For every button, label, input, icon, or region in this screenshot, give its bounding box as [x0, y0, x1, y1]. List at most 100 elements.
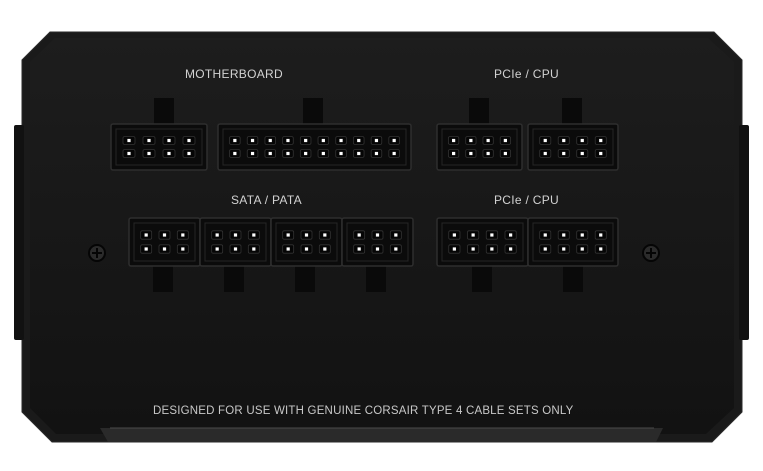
screw-right-icon: [642, 244, 660, 262]
socket-pcie-cpu-bottom-2-pin: [580, 247, 584, 251]
socket-pcie-cpu-bottom-2-pin: [562, 233, 566, 237]
socket-sata-pata-1-pin: [181, 247, 185, 251]
socket-sata-pata-4-rim: [346, 222, 409, 262]
socket-pcie-cpu-bottom-1-pin: [471, 247, 475, 251]
socket-pcie-cpu-bottom-1-rim: [441, 222, 524, 262]
socket-pcie-cpu-top-2-pin: [580, 138, 584, 143]
socket-pcie-cpu-top-2-pin: [543, 151, 547, 156]
socket-sata-pata-4-pin: [375, 247, 380, 251]
socket-pcie-cpu-top-1-rim: [441, 128, 518, 166]
socket-pcie-cpu-bottom-2-pin: [599, 233, 603, 237]
socket-sata-pata-3-latch: [295, 266, 315, 292]
socket-motherboard-24pin-pin: [250, 151, 255, 156]
socket-pcie-cpu-bottom-2-pin: [562, 247, 566, 251]
socket-sata-pata-2-pin: [252, 247, 256, 251]
label-sata-pata: SATA / PATA: [231, 193, 302, 207]
socket-pcie-cpu-bottom-1-pin: [509, 247, 513, 251]
socket-pcie-cpu-bottom-1-pin: [452, 233, 456, 237]
socket-sata-pata-3-pin: [286, 233, 290, 237]
socket-motherboard-24pin-pin: [321, 151, 325, 156]
socket-cpu-aux-8pin-pin: [127, 138, 131, 143]
socket-pcie-cpu-bottom-1-pin: [490, 247, 494, 251]
socket-pcie-cpu-bottom-2-pin: [580, 233, 584, 237]
socket-sata-pata-4-pin: [357, 247, 361, 251]
socket-cpu-aux-8pin-pin: [167, 138, 171, 143]
socket-sata-pata-1-pin: [181, 233, 185, 237]
socket-sata-pata-3-pin: [304, 233, 309, 237]
socket-motherboard-24pin-pin: [286, 151, 290, 156]
socket-motherboard-24pin-pin: [250, 138, 255, 143]
socket-pcie-cpu-top-2-pin: [599, 151, 603, 156]
socket-motherboard-24pin-pin: [268, 151, 272, 156]
socket-sata-pata-1: [128, 217, 201, 267]
socket-pcie-cpu-bottom-2-pin: [543, 247, 547, 251]
socket-pcie-cpu-bottom-1-pin: [490, 233, 494, 237]
socket-sata-pata-2: [199, 217, 272, 267]
socket-cpu-aux-8pin-pin: [167, 151, 171, 156]
socket-sata-pata-2-latch: [224, 266, 244, 292]
socket-pcie-cpu-bottom-2-pin: [599, 247, 603, 251]
socket-pcie-cpu-bottom-1-latch: [472, 266, 492, 292]
socket-sata-pata-3-pin: [323, 233, 327, 237]
label-pcie-cpu-top: PCIe / CPU: [494, 67, 560, 81]
socket-motherboard-24pin-pin: [374, 151, 379, 156]
socket-pcie-cpu-bottom-1-pin: [452, 247, 456, 251]
socket-sata-pata-1-pin: [162, 233, 167, 237]
socket-pcie-cpu-bottom-2: [527, 217, 619, 267]
socket-motherboard-24pin-pin: [392, 151, 396, 156]
socket-pcie-cpu-top-2-rim: [532, 128, 614, 166]
socket-motherboard-24pin-pin: [233, 138, 237, 143]
socket-motherboard-24pin-rim: [222, 128, 407, 166]
socket-cpu-aux-8pin-rim: [115, 128, 203, 166]
socket-sata-pata-1-pin: [144, 233, 148, 237]
socket-motherboard-24pin: [217, 123, 412, 171]
socket-sata-pata-4-latch: [366, 266, 386, 292]
socket-cpu-aux-8pin-pin: [147, 151, 151, 156]
socket-motherboard-24pin-pin: [233, 151, 237, 156]
socket-pcie-cpu-top-2-pin: [543, 138, 547, 143]
socket-sata-pata-2-pin: [252, 233, 256, 237]
socket-pcie-cpu-top-2-pin: [562, 151, 566, 156]
socket-pcie-cpu-top-2-pin: [580, 151, 584, 156]
socket-motherboard-24pin-pin: [357, 138, 361, 143]
screw-left-icon: [88, 244, 106, 262]
socket-cpu-aux-8pin-pin: [147, 138, 151, 143]
socket-pcie-cpu-top-2-pin: [599, 138, 603, 143]
panel-bottom-bevel: [100, 428, 663, 442]
panel-right-ridge: [739, 125, 749, 340]
socket-pcie-cpu-bottom-1-pin: [509, 233, 513, 237]
socket-motherboard-24pin-pin: [374, 138, 379, 143]
socket-cpu-aux-8pin-pin: [127, 151, 131, 156]
socket-sata-pata-2-rim: [204, 222, 267, 262]
socket-motherboard-24pin-pin: [321, 138, 325, 143]
socket-pcie-cpu-top-1-latch: [469, 98, 489, 124]
socket-sata-pata-3: [270, 217, 343, 267]
socket-pcie-cpu-top-1-pin: [469, 138, 473, 143]
socket-pcie-cpu-bottom-2-rim: [532, 222, 614, 262]
socket-pcie-cpu-top-2-latch: [562, 98, 582, 124]
socket-sata-pata-3-pin: [286, 247, 290, 251]
socket-sata-pata-1-pin: [162, 247, 167, 251]
footer-notice: DESIGNED FOR USE WITH GENUINE CORSAIR TY…: [153, 405, 574, 417]
socket-cpu-aux-8pin-pin: [187, 151, 191, 156]
socket-sata-pata-3-rim: [275, 222, 338, 262]
socket-motherboard-24pin-pin: [268, 138, 272, 143]
socket-motherboard-24pin-pin: [339, 138, 343, 143]
socket-pcie-cpu-top-1-pin: [486, 151, 490, 156]
socket-pcie-cpu-bottom-1: [436, 217, 529, 267]
socket-motherboard-24pin-pin: [392, 138, 396, 143]
socket-sata-pata-4-pin: [394, 247, 398, 251]
socket-motherboard-24pin-latch: [303, 98, 323, 124]
socket-sata-pata-2-pin: [233, 247, 238, 251]
socket-pcie-cpu-top-1-pin: [503, 151, 507, 156]
socket-pcie-cpu-top-1-pin: [452, 151, 456, 156]
socket-pcie-cpu-top-2: [527, 123, 619, 171]
socket-pcie-cpu-bottom-2-latch: [563, 266, 583, 292]
socket-motherboard-24pin-pin: [304, 151, 308, 156]
socket-sata-pata-1-latch: [153, 266, 173, 292]
socket-sata-pata-2-pin: [215, 233, 219, 237]
socket-sata-pata-3-pin: [304, 247, 309, 251]
label-pcie-cpu-bottom: PCIe / CPU: [494, 193, 560, 207]
panel-left-ridge: [14, 125, 24, 340]
